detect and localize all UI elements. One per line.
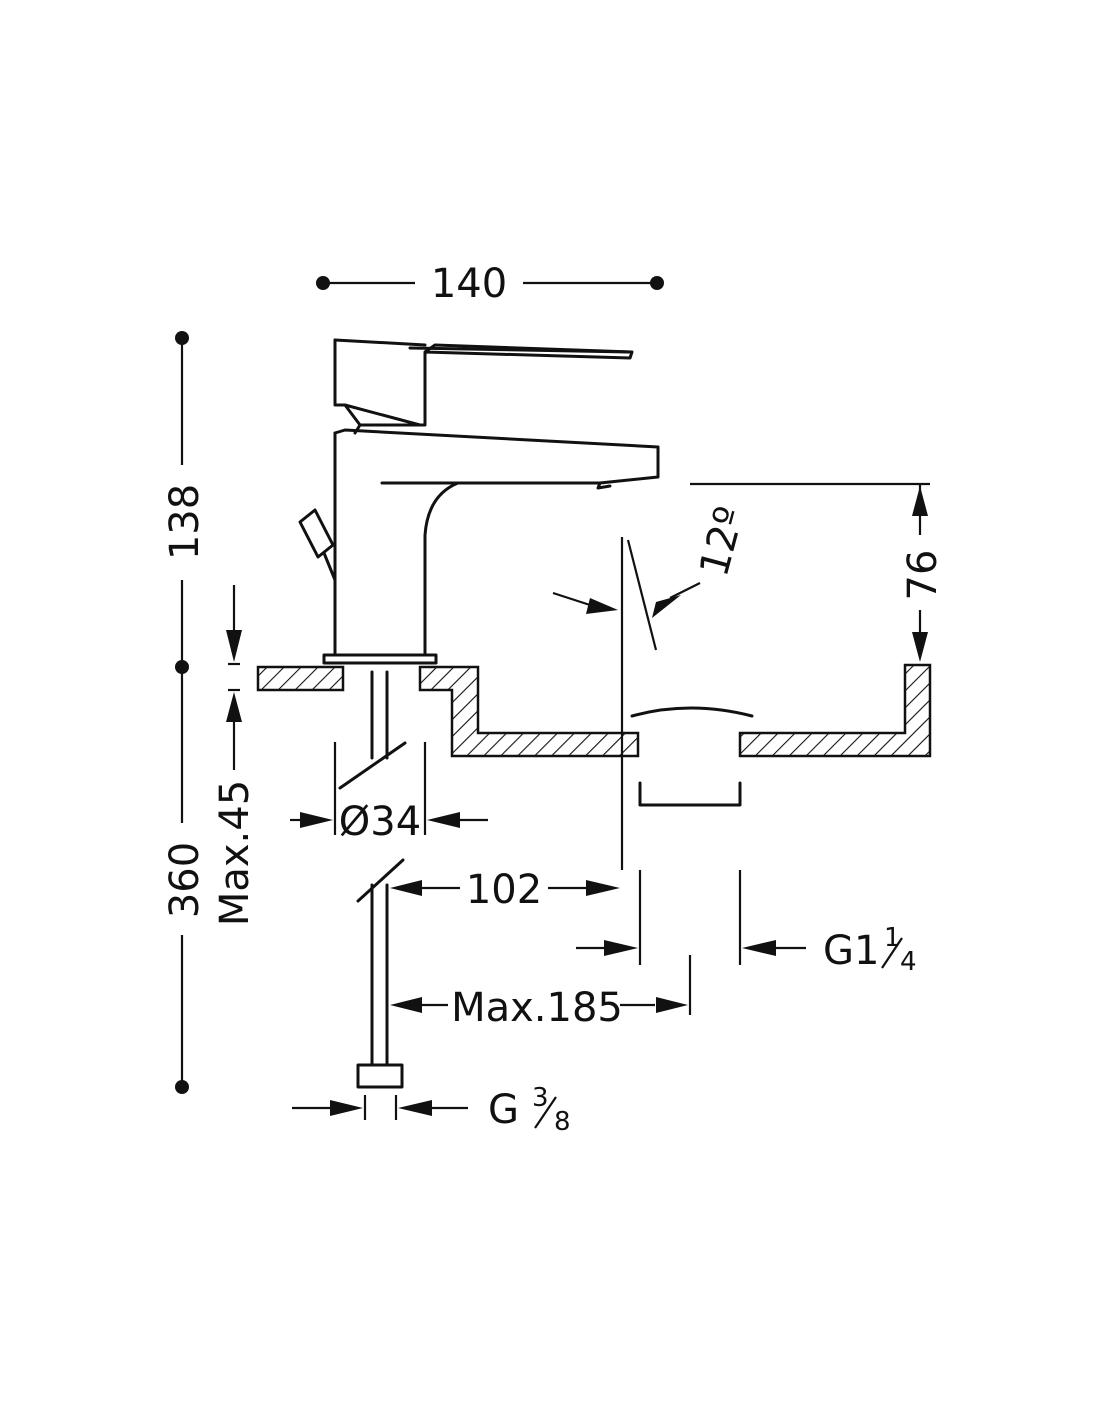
label-max-45: Max.45 — [212, 780, 258, 926]
dimension-offset-102: 102 — [390, 867, 620, 913]
dimension-height-138: 138 — [162, 331, 208, 674]
label-diameter-34: Ø34 — [339, 799, 421, 845]
dimension-inlet-g-three-eighths: G 3 8 — [292, 1083, 571, 1137]
label-waste-g1: G1 — [823, 928, 879, 974]
label-138: 138 — [162, 484, 208, 560]
dimension-waste-g1-quarter: G1 1 4 — [576, 870, 917, 977]
dimension-width-140: 140 — [316, 261, 664, 307]
faucet-body — [298, 338, 660, 665]
label-waste-frac-num: 1 — [884, 923, 901, 953]
label-waste-frac-den: 4 — [900, 947, 917, 977]
basin-section — [256, 663, 932, 807]
label-inlet-g: G — [488, 1087, 519, 1133]
label-102: 102 — [466, 867, 542, 913]
dimension-height-76: 76 — [690, 482, 946, 662]
label-76: 76 — [900, 550, 946, 601]
label-inlet-frac-den: 8 — [554, 1107, 571, 1137]
label-inlet-frac-num: 3 — [532, 1083, 549, 1113]
supply-hoses — [338, 670, 407, 1089]
dimension-max-45: Max.45 — [212, 585, 258, 926]
label-max-185: Max.185 — [451, 985, 623, 1031]
dimension-max-185: Max.185 — [390, 955, 692, 1031]
label-360: 360 — [162, 842, 208, 918]
dimension-diameter-34: Ø34 — [290, 742, 488, 845]
label-140: 140 — [431, 261, 507, 307]
dimension-angle-12: 12º — [552, 502, 754, 870]
dimension-height-360: 360 — [162, 667, 208, 1094]
label-angle-12: 12º — [691, 502, 753, 581]
